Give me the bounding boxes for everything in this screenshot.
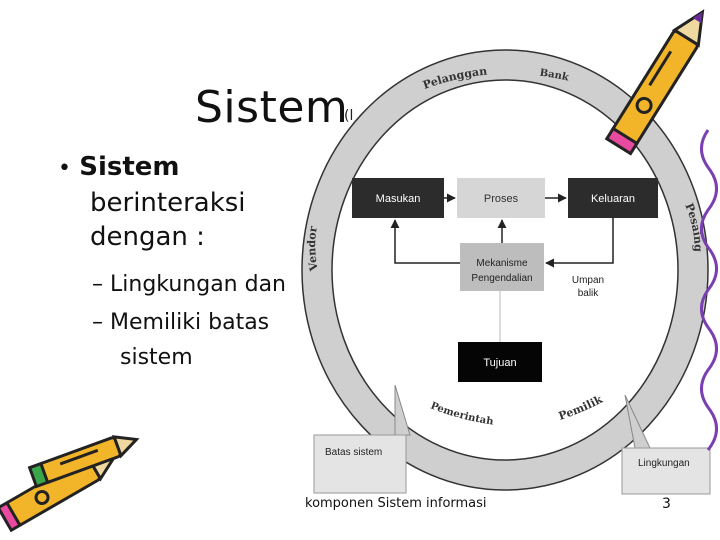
control-box-label-1: Mekanisme [476,258,528,269]
dash-icon: – [92,310,110,335]
feedback-label-1: Umpan [572,275,604,286]
sub-bullet-2: – Memiliki batas [92,310,269,335]
pencil-top-right-icon [604,9,705,156]
boundary-callout: Batas sistem [313,384,411,494]
input-box-label: Masukan [376,193,421,205]
page-number: 3 [662,496,671,512]
pencil-bottom-left-2-icon [27,435,140,489]
footer-text: komponen Sistem informasi [305,496,487,511]
goal-box [458,342,542,382]
ring-label-pemilik: Pemilik [557,393,605,423]
control-box-label-2: Pengendalian [471,273,532,284]
input-box [352,178,444,218]
sub-bullet-1: – Lingkungan dan [92,272,286,297]
process-box-label: Proses [484,193,519,205]
bullet-text-line-2: dengan : [90,222,205,252]
sub-bullet-2-continued: sistem [120,345,193,370]
process-box [457,178,545,218]
output-box [568,178,658,218]
ring-label-pemerintah: Pemerintah [429,401,495,428]
ring-label-vendor: Vendor [305,225,321,273]
slide-title: Sistem [195,82,349,133]
bullet-dot-icon: • [58,156,71,181]
environment-callout: Lingkungan [621,394,711,495]
dash-icon: – [92,272,110,297]
sub-bullet-2-text: Memiliki batas [110,310,270,335]
main-bullet: • Sistem berinteraksi dengan : [58,150,246,254]
squiggle-decoration [700,129,718,451]
sub-bullet-1-text: Lingkungan dan [110,272,286,297]
environment-callout-label: Lingkungan [638,458,690,469]
goal-box-label: Tujuan [483,357,516,369]
output-box-label: Keluaran [591,193,635,205]
boundary-callout-label: Batas sistem [325,447,382,458]
control-box [460,243,544,291]
slide-title-tail: (l [344,108,354,124]
feedback-label-2: balik [578,288,600,299]
bullet-strong-text: Sistem [79,152,180,182]
bullet-text-line-1: berinteraksi [90,188,246,218]
environment-ring [302,50,708,490]
